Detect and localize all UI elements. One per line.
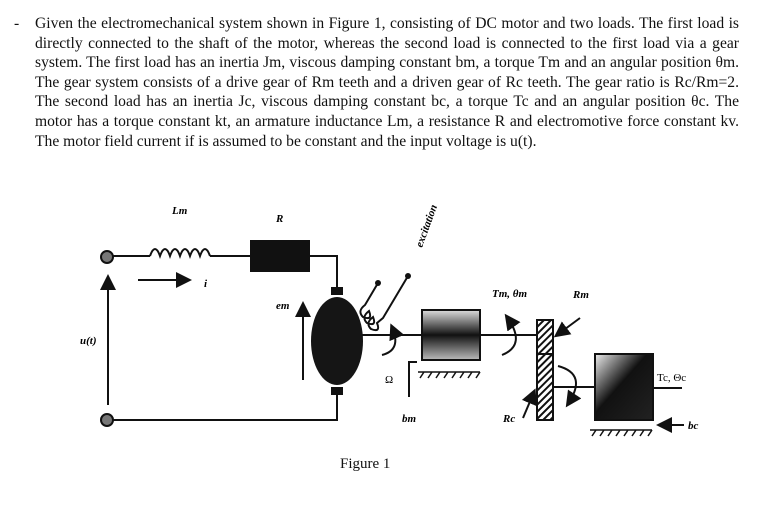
label-excitation: excitation [414, 203, 441, 249]
label-torque-1: Tm, θm [492, 288, 527, 300]
label-current: i [204, 278, 208, 290]
torque1-rotation-arrow [501, 313, 521, 356]
label-emf: em [276, 300, 290, 312]
label-gear-driven: Rc [502, 413, 515, 425]
problem-statement: - Given the electromechanical system sho… [14, 14, 739, 151]
label-resistor: R [275, 213, 283, 225]
figure-caption: Figure 1 [340, 456, 391, 472]
label-torque-2: Tc, Θc [657, 372, 686, 384]
gear-system [536, 319, 554, 421]
bottom-terminal [100, 413, 114, 427]
resistor [250, 240, 310, 272]
load-1-inertia [421, 309, 481, 361]
rc-arrow [521, 388, 537, 419]
dc-motor [311, 297, 363, 385]
top-terminal [100, 250, 114, 264]
torque2-rotation-arrow [557, 365, 582, 408]
label-damping-1: bm [402, 413, 417, 425]
problem-text: Given the electromechanical system shown… [35, 15, 739, 150]
label-voltage: u(t) [80, 335, 97, 347]
bullet: - [14, 15, 20, 32]
top-wire [107, 255, 338, 287]
label-gear-drive: Rm [572, 289, 589, 301]
label-inductor: Lm [171, 205, 188, 217]
excitation-coil [359, 275, 409, 332]
bm-arrow [408, 361, 417, 397]
rm-arrow [553, 317, 581, 338]
bottom-wire [107, 395, 338, 421]
label-damping-2: bc [688, 420, 699, 432]
speed-rotation-arrow [381, 323, 405, 356]
ground-2 [590, 429, 653, 437]
brush-top [331, 287, 343, 295]
brush-bottom [331, 387, 343, 395]
load-2-inertia [594, 353, 654, 421]
ground-1 [418, 371, 481, 379]
inductor-coil [149, 248, 211, 259]
label-speed: Ω [385, 374, 393, 386]
